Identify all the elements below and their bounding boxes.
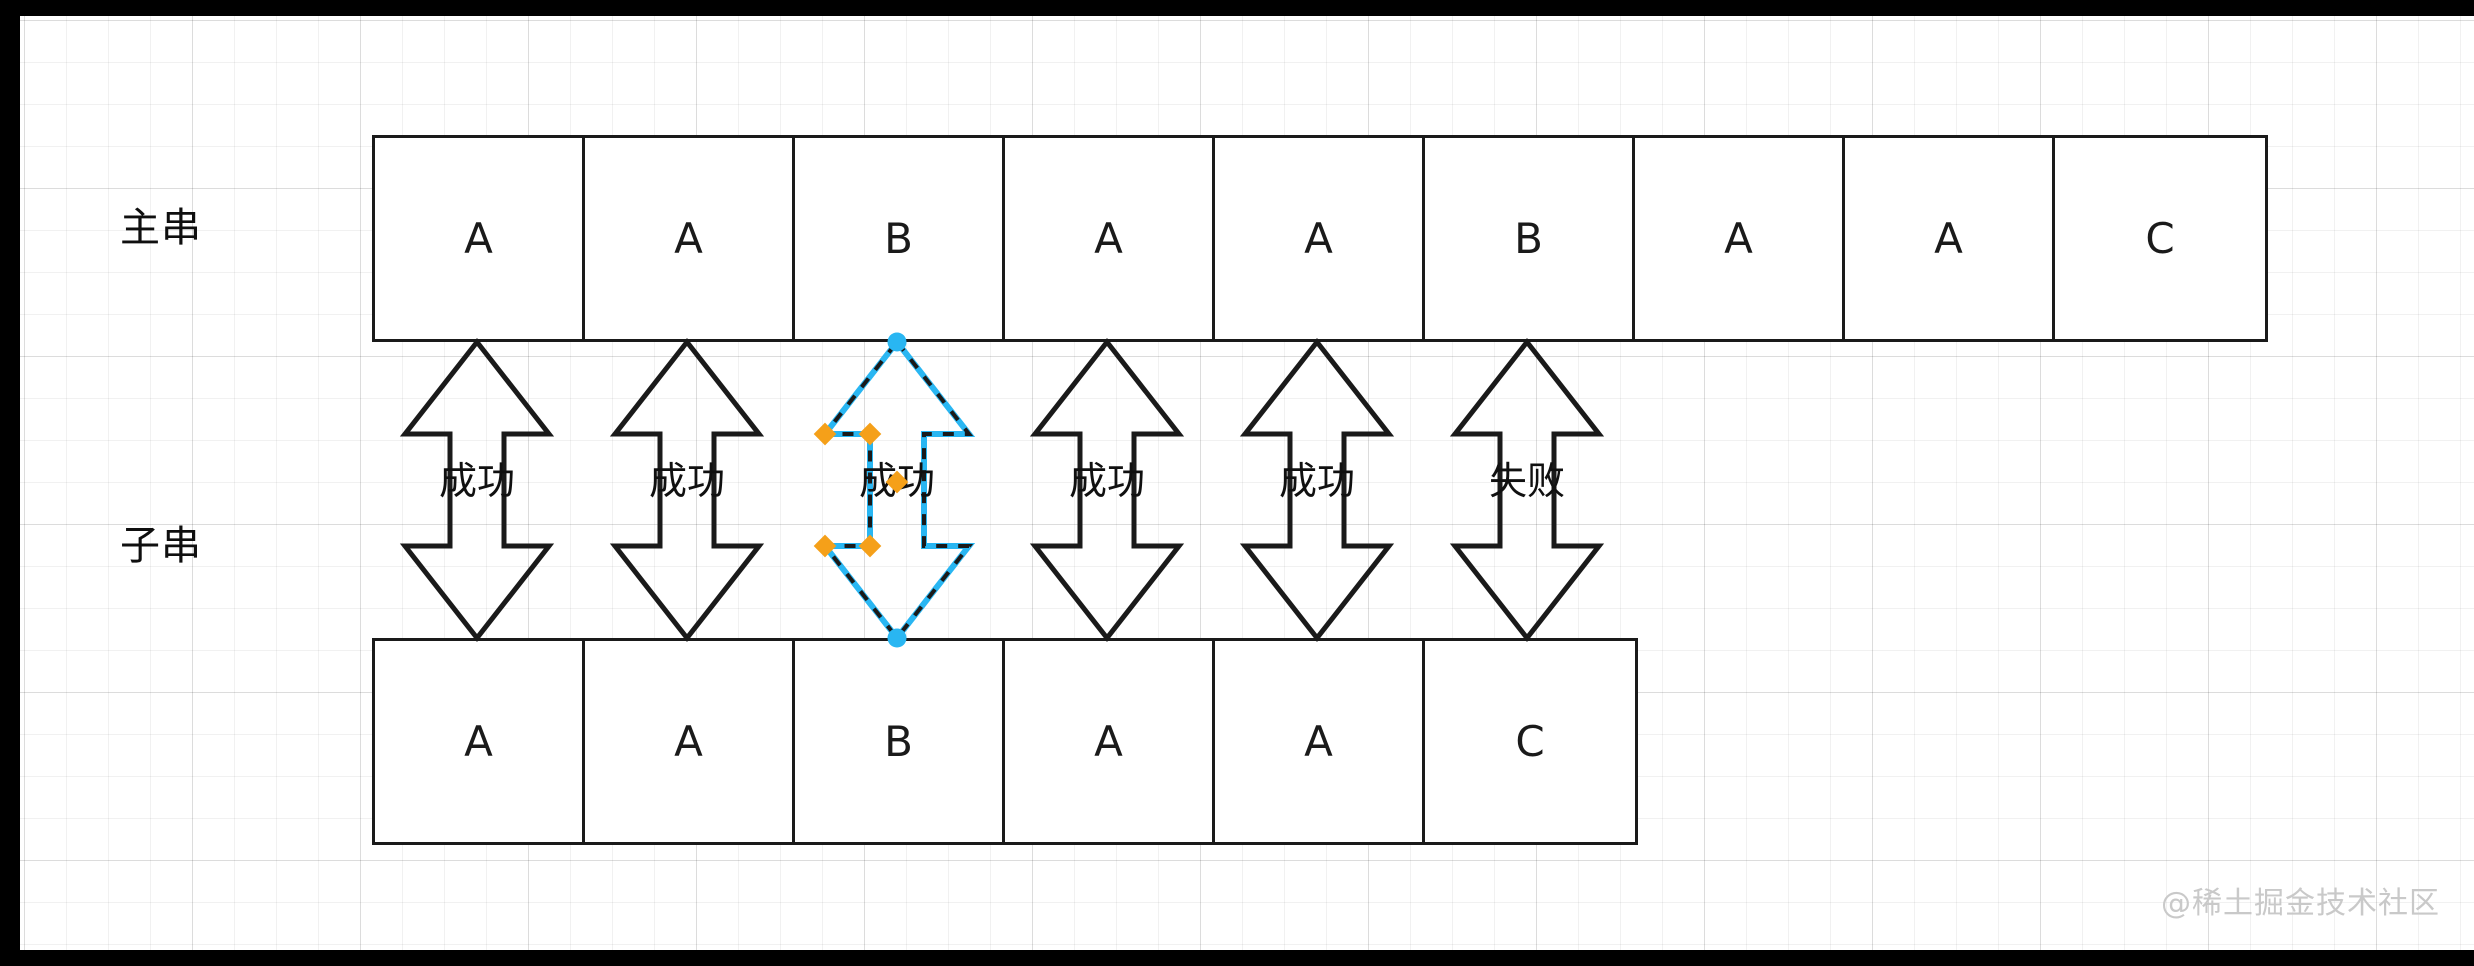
- comparison-label-5: 失败: [1488, 459, 1565, 503]
- main-cell-8[interactable]: C: [2145, 214, 2175, 263]
- diagram-canvas[interactable]: 主串 子串 A A B A A B A A C A A B A A C: [20, 16, 2474, 950]
- main-cell-1[interactable]: A: [585, 138, 795, 339]
- sub-cell-0[interactable]: A: [375, 641, 585, 842]
- main-cell-2[interactable]: B: [795, 138, 1005, 339]
- selection-endpoint-top-handle[interactable]: [887, 332, 907, 352]
- sub-string-label: 子串: [120, 523, 202, 569]
- comparison-label-3: 成功: [1068, 459, 1145, 503]
- double-arrow-icon: [1029, 337, 1185, 643]
- sub-cell-3[interactable]: A: [1005, 641, 1215, 842]
- sub-cell-4[interactable]: A: [1215, 641, 1425, 842]
- selection-endpoint-bottom-handle[interactable]: [887, 628, 907, 648]
- double-arrow-icon: [609, 337, 765, 643]
- double-arrow-icon: [1239, 337, 1395, 643]
- main-cell-5[interactable]: B: [1425, 138, 1635, 339]
- comparison-label-0: 成功: [438, 459, 515, 503]
- double-arrow-icon: [399, 337, 555, 643]
- comparison-arrow-3[interactable]: 成功: [1022, 337, 1192, 643]
- sub-string-row: A A B A A C: [372, 638, 1638, 845]
- comparison-arrow-1[interactable]: 成功: [602, 337, 772, 643]
- main-string-row: A A B A A B A A C: [372, 135, 2268, 342]
- comparison-label-1: 成功: [648, 459, 725, 503]
- main-cell-6[interactable]: A: [1635, 138, 1845, 339]
- comparison-arrow-4[interactable]: 成功: [1232, 337, 1402, 643]
- double-arrow-icon: [1449, 337, 1605, 643]
- main-string-label: 主串: [120, 205, 202, 251]
- watermark: @稀土掘金技术社区: [2161, 886, 2440, 921]
- sub-cell-2[interactable]: B: [795, 641, 1005, 842]
- main-cell-0[interactable]: A: [375, 138, 585, 339]
- comparison-arrow-5[interactable]: 失败: [1442, 337, 1612, 643]
- sub-cell-1[interactable]: A: [585, 641, 795, 842]
- comparison-label-4: 成功: [1278, 459, 1355, 503]
- main-cell-4[interactable]: A: [1215, 138, 1425, 339]
- comparison-arrow-2-selected[interactable]: 成功: [812, 332, 982, 648]
- sub-cell-5[interactable]: C: [1515, 717, 1545, 766]
- main-cell-3[interactable]: A: [1005, 138, 1215, 339]
- comparison-arrow-0[interactable]: 成功: [392, 337, 562, 643]
- main-cell-7[interactable]: A: [1845, 138, 2055, 339]
